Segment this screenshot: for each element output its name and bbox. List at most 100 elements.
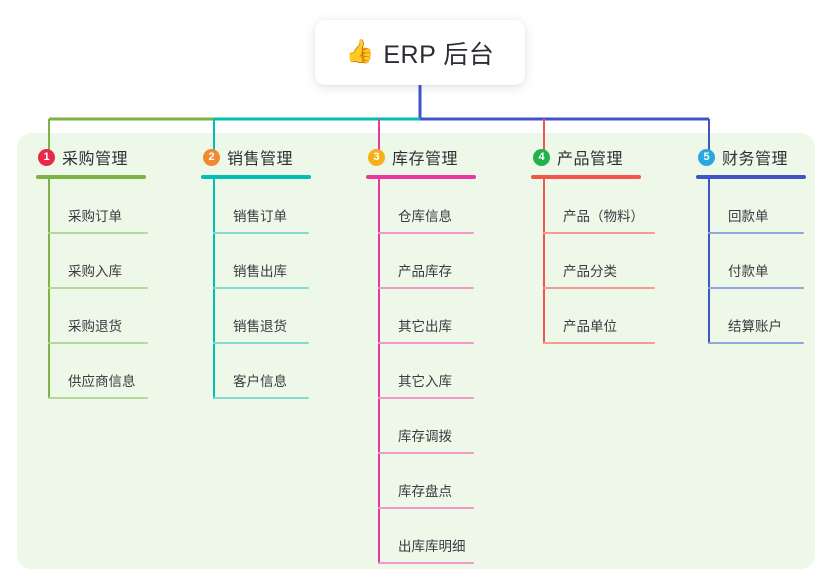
- branch-item-label: 产品单位: [563, 319, 617, 334]
- branch-badge-3: 3: [368, 148, 385, 166]
- branch-header-rule-2: [201, 175, 311, 179]
- branch-item-label: 供应商信息: [68, 374, 136, 389]
- root-node-title: ERP 后台: [383, 40, 495, 69]
- diagram-panel: [17, 133, 815, 569]
- branch-item[interactable]: 销售退货: [201, 289, 311, 344]
- branch-item-rule: [378, 397, 474, 399]
- branch-badge-1: 1: [38, 148, 55, 166]
- branch-item[interactable]: 回款单: [696, 179, 806, 234]
- branch-item[interactable]: 库存盘点: [366, 454, 476, 509]
- branch-item-rule: [378, 452, 474, 454]
- branch-badge-4: 4: [533, 148, 550, 166]
- branch-spine-2: [213, 179, 215, 399]
- branch-item-rule: [213, 232, 309, 234]
- branch-item-label: 销售订单: [233, 209, 287, 224]
- branch-item-rule: [378, 287, 474, 289]
- branch-item-rule: [48, 287, 148, 289]
- branch-item[interactable]: 产品库存: [366, 234, 476, 289]
- branch-badge-2: 2: [203, 148, 220, 166]
- branch-title-5: 财务管理: [722, 151, 789, 168]
- branch-item-label: 产品（物料）: [563, 209, 644, 224]
- branch-item[interactable]: 产品单位: [531, 289, 655, 344]
- branch-items-5: 回款单付款单结算账户: [696, 179, 806, 344]
- branch-item-label: 结算账户: [728, 319, 782, 334]
- branch-item[interactable]: 销售出库: [201, 234, 311, 289]
- branch-items-1: 采购订单采购入库采购退货供应商信息: [36, 179, 148, 399]
- branch-item-rule: [378, 232, 474, 234]
- branch-item[interactable]: 库存调拨: [366, 399, 476, 454]
- branch-item[interactable]: 其它出库: [366, 289, 476, 344]
- branch-item[interactable]: 付款单: [696, 234, 806, 289]
- branch-item-rule: [543, 232, 655, 234]
- branch-item-label: 出库库明细: [398, 539, 466, 554]
- branch-item[interactable]: 产品分类: [531, 234, 655, 289]
- branch-item-label: 销售退货: [233, 319, 287, 334]
- branch-item-label: 销售出库: [233, 264, 287, 279]
- branch-items-2: 销售订单销售出库销售退货客户信息: [201, 179, 311, 399]
- branch-item-label: 采购退货: [68, 319, 122, 334]
- branch-item[interactable]: 供应商信息: [36, 344, 148, 399]
- branch-item-label: 回款单: [728, 209, 769, 224]
- branch-item-rule: [213, 397, 309, 399]
- branch-item-rule: [378, 342, 474, 344]
- root-node[interactable]: 👍 ERP 后台: [315, 20, 525, 85]
- branch-item-label: 客户信息: [233, 374, 287, 389]
- branch-item[interactable]: 出库库明细: [366, 509, 476, 564]
- branch-item-label: 采购订单: [68, 209, 122, 224]
- branch-badge-5: 5: [698, 148, 715, 166]
- branch-item-rule: [543, 287, 655, 289]
- branch-items-4: 产品（物料） 产品分类产品单位: [531, 179, 655, 344]
- branch-header-rule-1: [36, 175, 146, 179]
- branch-item-label: 其它入库: [398, 374, 452, 389]
- branch-item-label: 仓库信息: [398, 209, 452, 224]
- branch-item-label: 其它出库: [398, 319, 452, 334]
- branch-item-rule: [708, 342, 804, 344]
- branch-item-rule: [48, 232, 148, 234]
- branch-title-3: 库存管理: [392, 151, 459, 168]
- branch-spine-4: [543, 179, 545, 344]
- branch-item-rule: [708, 287, 804, 289]
- branch-item-label: 库存盘点: [398, 484, 452, 499]
- branch-column-4: 4 产品管理产品（物料） 产品分类产品单位: [531, 144, 655, 344]
- branch-column-3: 3 库存管理仓库信息产品库存其它出库其它入库库存调拨库存盘点出库库明细: [366, 144, 476, 564]
- branch-items-3: 仓库信息产品库存其它出库其它入库库存调拨库存盘点出库库明细: [366, 179, 476, 564]
- root-node-content: 👍 ERP 后台: [346, 35, 495, 71]
- branch-item-rule: [378, 507, 474, 509]
- branch-item[interactable]: 客户信息: [201, 344, 311, 399]
- branch-item-rule: [48, 342, 148, 344]
- branch-header-4[interactable]: 4 产品管理: [531, 144, 641, 170]
- branch-header-5[interactable]: 5 财务管理: [696, 144, 806, 170]
- branch-item-label: 采购入库: [68, 264, 122, 279]
- branch-title-4: 产品管理: [557, 151, 624, 168]
- branch-item[interactable]: 结算账户: [696, 289, 806, 344]
- branch-item-label: 产品库存: [398, 264, 452, 279]
- branch-header-3[interactable]: 3 库存管理: [366, 144, 476, 170]
- branch-item-rule: [48, 397, 148, 399]
- branch-item[interactable]: 其它入库: [366, 344, 476, 399]
- branch-item[interactable]: 产品（物料）: [531, 179, 655, 234]
- branch-item-rule: [213, 342, 309, 344]
- branch-header-rule-3: [366, 175, 476, 179]
- branch-item[interactable]: 采购订单: [36, 179, 148, 234]
- branch-item-label: 库存调拨: [398, 429, 452, 444]
- branch-header-rule-5: [696, 175, 806, 179]
- branch-item[interactable]: 采购入库: [36, 234, 148, 289]
- branch-item-rule: [708, 232, 804, 234]
- branch-item-label: 产品分类: [563, 264, 617, 279]
- branch-spine-1: [48, 179, 50, 399]
- branch-item-rule: [543, 342, 655, 344]
- branch-column-5: 5 财务管理回款单付款单结算账户: [696, 144, 806, 344]
- branch-spine-5: [708, 179, 710, 344]
- branch-item-rule: [378, 562, 474, 564]
- branch-item-rule: [213, 287, 309, 289]
- branch-spine-3: [378, 179, 380, 564]
- branch-item[interactable]: 仓库信息: [366, 179, 476, 234]
- branch-item-label: 付款单: [728, 264, 769, 279]
- branch-item[interactable]: 销售订单: [201, 179, 311, 234]
- branch-item[interactable]: 采购退货: [36, 289, 148, 344]
